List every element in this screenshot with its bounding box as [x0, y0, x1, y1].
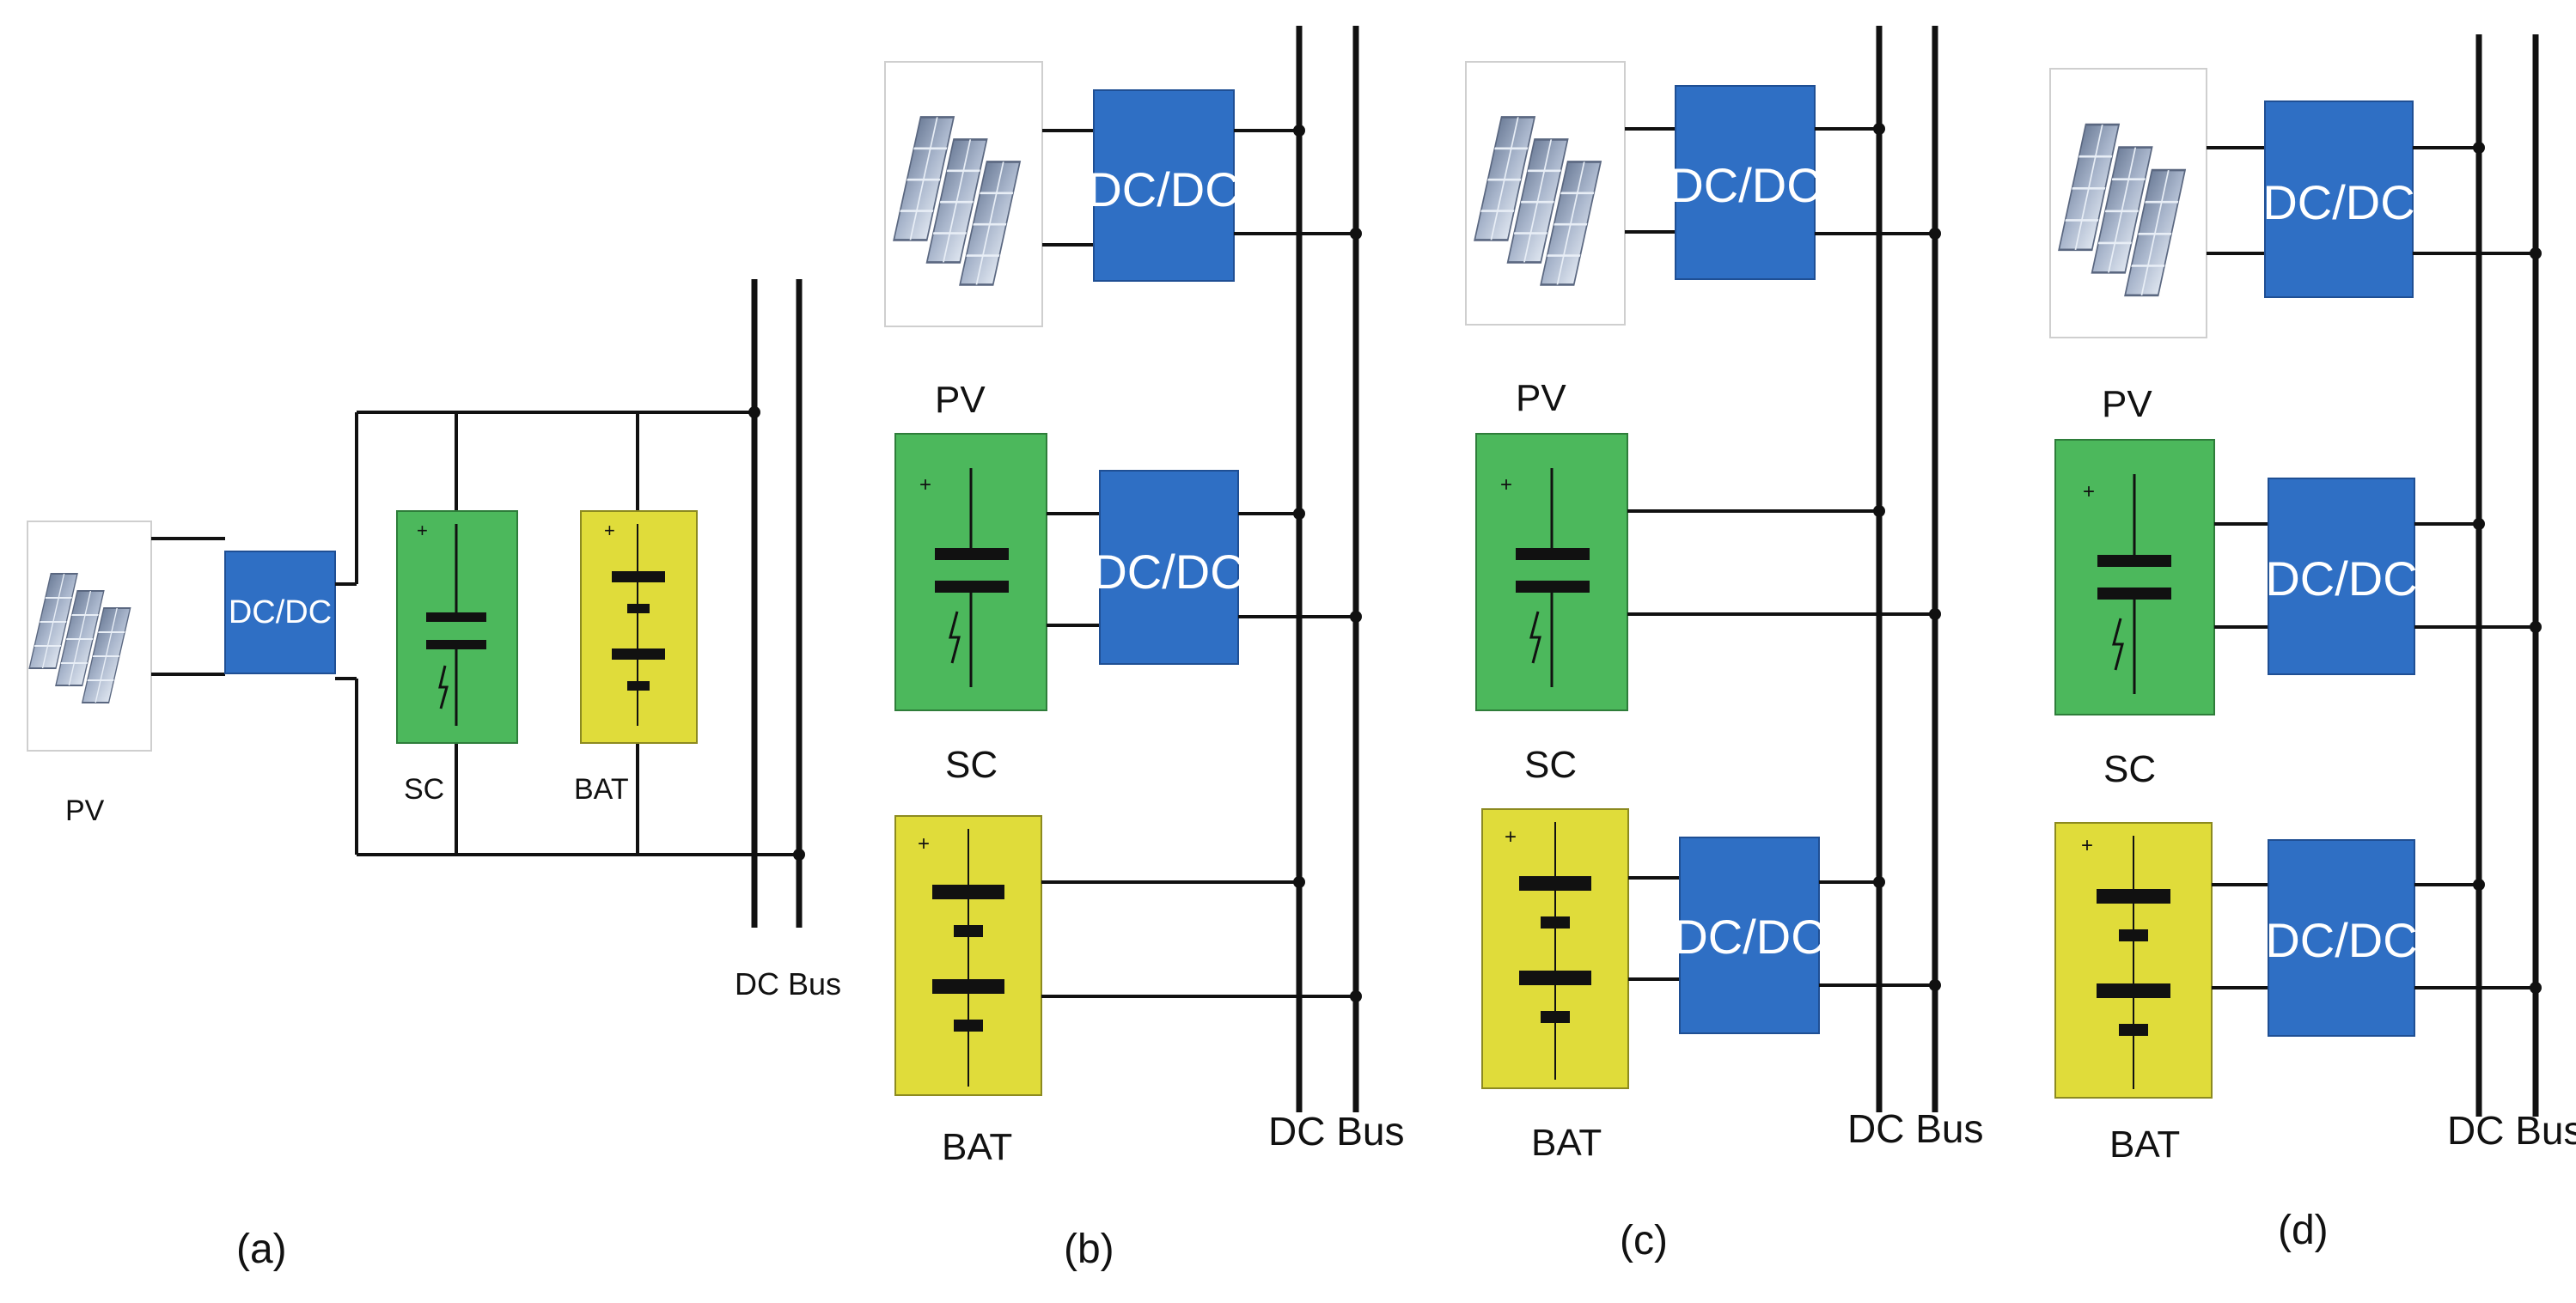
dcdc-converter: DC/DC: [2265, 839, 2418, 1037]
dcdc-converter: DC/DC: [224, 551, 336, 674]
dcdc-converter: DC/DC: [1092, 470, 1245, 665]
bat-label: BAT: [942, 1126, 1012, 1168]
pv-label: PV: [65, 795, 105, 827]
supercapacitor: +: [894, 433, 1047, 711]
pv-label: PV: [935, 379, 986, 421]
svg-text:+: +: [918, 832, 930, 855]
bat-label: BAT: [2109, 1123, 2180, 1166]
panel-c: PV DC/DC + SC: [1465, 26, 1983, 1263]
pv-module: [884, 61, 1043, 327]
panel-b: PV DC/DC + SC DC/DC: [884, 26, 1404, 1272]
battery-symbol-icon: +: [918, 829, 1004, 1087]
panel-caption: (a): [236, 1227, 287, 1272]
dc-bus-label: DC Bus: [2447, 1108, 2576, 1153]
battery-symbol-icon: +: [1505, 822, 1591, 1080]
sc-label: SC: [404, 773, 444, 806]
pv-module: [1465, 61, 1626, 326]
dcdc-converter: DC/DC: [1087, 89, 1240, 282]
converter-label: DC/DC: [229, 594, 332, 630]
battery: +: [580, 510, 698, 744]
dcdc-converter: DC/DC: [1673, 837, 1826, 1034]
dc-bus-label: DC Bus: [735, 966, 841, 1002]
panel-a: PV DC/DC + SC: [27, 279, 841, 1272]
sc-label: SC: [1524, 744, 1577, 786]
converter-label: DC/DC: [2262, 175, 2414, 229]
converter-label: DC/DC: [2265, 551, 2417, 606]
dc-bus-label: DC Bus: [1268, 1109, 1404, 1154]
converter-label: DC/DC: [2265, 913, 2417, 967]
panel-d: PV DC/DC + SC DC/DC: [2049, 34, 2576, 1253]
battery-symbol-icon: +: [604, 520, 665, 726]
bat-label: BAT: [574, 773, 629, 806]
svg-text:+: +: [1505, 825, 1517, 849]
supercapacitor: +: [396, 510, 518, 744]
svg-text:+: +: [604, 520, 615, 541]
battery: +: [1481, 808, 1629, 1089]
pv-module: [27, 521, 152, 752]
dc-bus-label: DC Bus: [1847, 1106, 1983, 1151]
svg-text:+: +: [2083, 480, 2095, 503]
capacitor-symbol-icon: +: [919, 468, 1009, 687]
svg-text:+: +: [417, 520, 428, 541]
pv-label: PV: [2102, 383, 2152, 425]
svg-text:+: +: [1500, 473, 1512, 496]
converter-label: DC/DC: [1087, 162, 1239, 216]
converter-label: DC/DC: [1092, 545, 1244, 599]
battery-symbol-icon: +: [2081, 834, 2170, 1089]
dcdc-converter: DC/DC: [1669, 85, 1822, 280]
svg-text:+: +: [919, 473, 931, 496]
dcdc-converter: DC/DC: [2262, 100, 2415, 298]
converter-label: DC/DC: [1673, 910, 1825, 964]
supercapacitor: +: [1475, 433, 1628, 711]
pv-label: PV: [1516, 377, 1566, 419]
pv-module: [2049, 68, 2207, 338]
dcdc-converter: DC/DC: [2265, 478, 2418, 675]
panel-caption: (b): [1064, 1227, 1114, 1272]
capacitor-symbol-icon: +: [417, 520, 486, 726]
panel-caption: (c): [1620, 1218, 1668, 1263]
converter-label: DC/DC: [1669, 158, 1821, 212]
capacitor-symbol-icon: +: [2083, 474, 2171, 694]
sc-label: SC: [945, 744, 998, 786]
battery: +: [2054, 822, 2213, 1099]
battery: +: [894, 815, 1042, 1096]
sc-label: SC: [2103, 748, 2156, 790]
bat-label: BAT: [1531, 1122, 1602, 1164]
svg-text:+: +: [2081, 834, 2093, 857]
panel-caption: (d): [2278, 1208, 2329, 1253]
capacitor-symbol-icon: +: [1500, 468, 1590, 687]
supercapacitor: +: [2054, 439, 2215, 715]
